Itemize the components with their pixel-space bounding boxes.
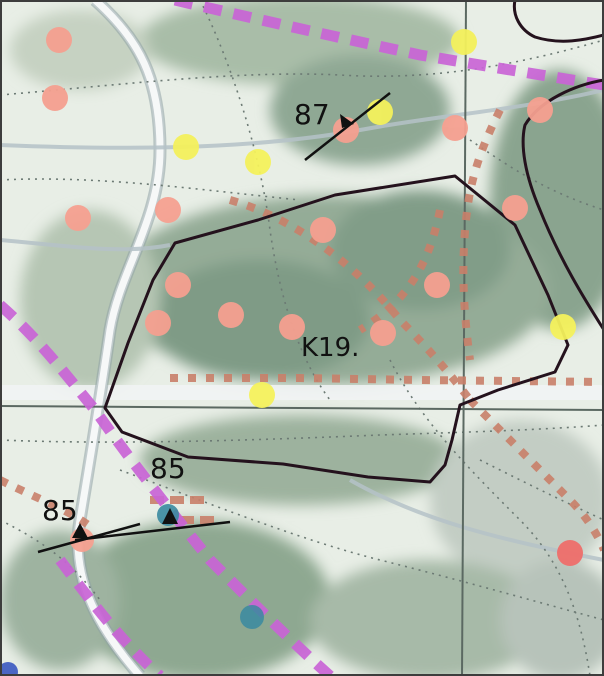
vegetation-patch [330,190,510,310]
orange-route-segment [357,209,444,334]
poi-dot [370,320,396,346]
orange-route [0,108,604,552]
adjacent-area-boundary [521,78,604,331]
poi-dot [42,85,68,111]
poi-dot [279,314,305,340]
grid-line-horizontal [0,405,604,411]
poi-dot-navy [0,662,18,676]
dotted-path [0,519,101,601]
poi-dot-red [557,540,583,566]
benchmark-line [74,520,231,542]
dotted-path [479,459,604,521]
main-road [71,0,167,676]
yellow-dots [173,29,576,408]
benchmark-triangle-icon [340,114,354,128]
poi-dot-yellow [367,99,393,125]
poi-dot-blue [240,605,264,629]
poi-dot [165,272,191,298]
purple-route-segment [0,300,334,676]
benchmark-line [37,522,141,554]
area-label-k19[interactable]: K19. [301,333,359,363]
orange-route-segment [467,397,604,552]
poi-dot-yellow [451,29,477,55]
poi-dot [310,217,336,243]
benchmark-85-left[interactable]: 85 [37,494,141,554]
vegetation-patch [310,560,550,676]
vegetation-patch [10,10,150,90]
orange-route-segment [0,476,98,534]
vegetation-patch [150,260,370,380]
benchmark-87[interactable]: 87 [294,92,391,161]
poi-dot [145,310,171,336]
poi-dot [442,115,468,141]
purple-route-segment [55,556,164,676]
poi-dot [218,302,244,328]
vegetation-patch [70,520,330,676]
adjacent-area-boundary [512,0,604,43]
road-band [0,385,604,400]
poi-dot [65,205,91,231]
benchmark-line [304,92,391,161]
main-road-center [74,0,164,676]
boundaries [103,0,604,484]
benchmark-label: 85 [150,452,186,485]
poi-dot [155,197,181,223]
benchmark-label: 85 [42,494,78,527]
road [0,238,171,252]
vegetation-patch [500,560,604,676]
poi-dot [424,272,450,298]
orange-route-segment [459,108,504,361]
poi-dot-yellow [550,314,576,340]
vegetation-patch [140,415,460,505]
dotted-path [199,0,331,401]
vegetation-patch [20,210,160,390]
poi-dot-yellow [173,134,199,160]
area-boundary-k19 [103,174,570,484]
poi-dot [527,97,553,123]
poi-dot [46,27,72,53]
vegetation-patch [0,530,120,670]
orange-route-segment [170,374,604,386]
dotted-path [469,139,604,211]
purple-route-segment [173,0,604,91]
benchmark-label: 87 [294,98,330,131]
benchmark-85-right[interactable]: 85 [74,452,231,542]
benchmark-triangle-icon [72,523,88,538]
poi-dot-yellow [249,382,275,408]
benchmark-triangle-icon [162,508,178,524]
vegetation-patch [430,420,604,580]
poi-dot-yellow [245,149,271,175]
poi-dot [502,195,528,221]
grid-line-vertical [461,0,467,676]
